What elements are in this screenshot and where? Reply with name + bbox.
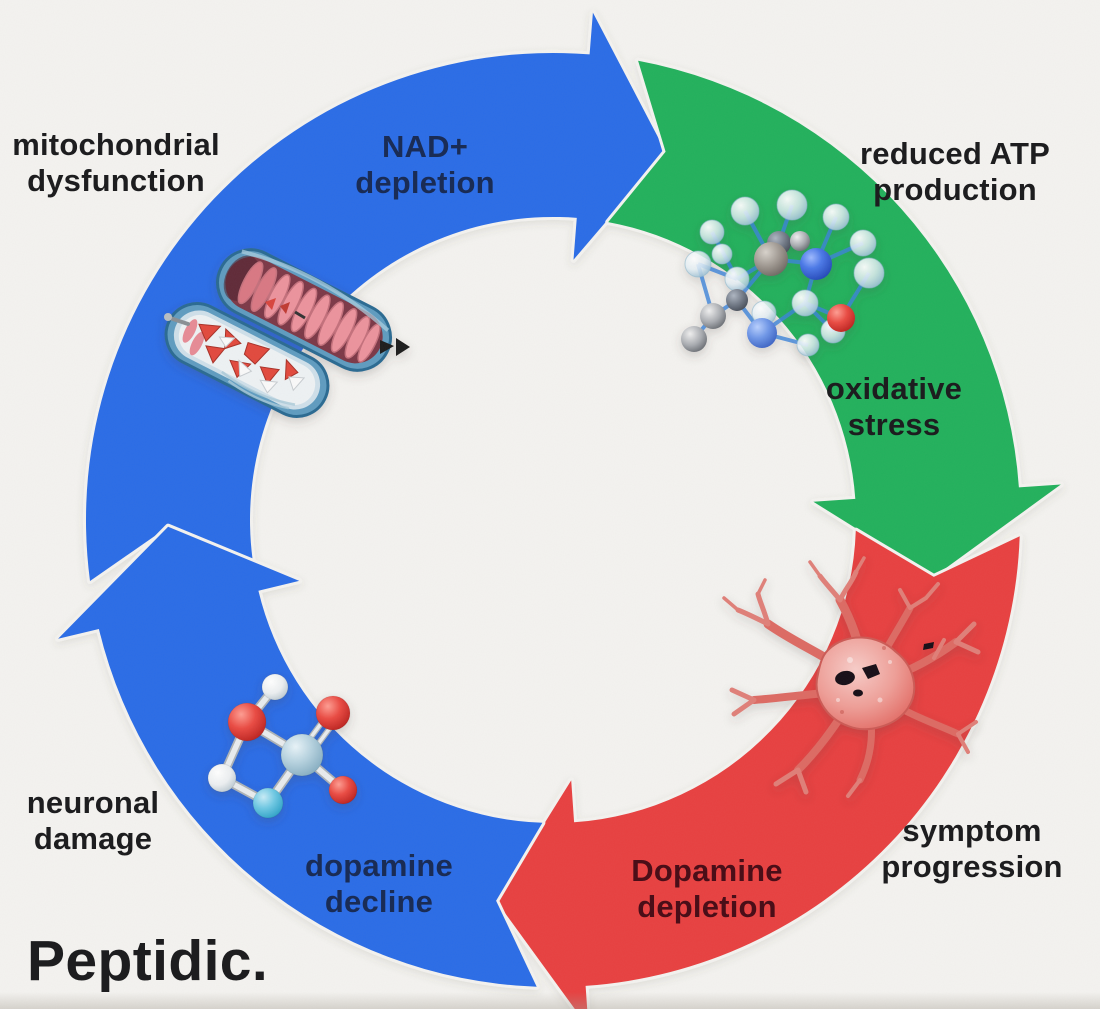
label-line-2: damage	[33, 821, 153, 856]
label-oxidative-stress: oxidative stress	[826, 371, 962, 443]
label-line-2: decline	[324, 884, 434, 919]
label-line-1: dopamine	[304, 848, 454, 883]
label-line-1: reduced ATP	[860, 136, 1050, 171]
label-line-2: progression	[881, 849, 1063, 884]
label-line-2: stress	[847, 407, 941, 442]
label-mitochondrial-dysfunction: mitochondrial dysfunction	[12, 127, 220, 199]
label-line-1: Dopamine	[631, 853, 783, 888]
label-line-1: NAD+	[381, 129, 469, 164]
label-dopamine-depletion: Dopamine depletion	[631, 853, 782, 925]
label-dopamine-decline: dopamine decline	[305, 848, 453, 920]
label-neuronal-damage: neuronal damage	[27, 785, 160, 857]
brand-logo: Peptidic.	[27, 929, 269, 993]
label-reduced-atp-production: reduced ATP production	[860, 136, 1050, 208]
label-nad-depletion: NAD+ depletion	[355, 129, 495, 201]
label-line-1: mitochondrial	[12, 127, 220, 162]
label-line-2: depletion	[355, 165, 495, 200]
label-line-2: dysfunction	[27, 163, 205, 198]
label-line-1: neuronal	[26, 785, 160, 820]
label-line-2: production	[873, 172, 1037, 207]
label-line-2: depletion	[637, 889, 777, 924]
label-symptom-progression: symptom progression	[881, 813, 1062, 885]
paper-bottom-shadow	[0, 992, 1100, 1009]
label-line-1: oxidative	[825, 371, 963, 406]
label-line-1: symptom	[902, 813, 1042, 848]
